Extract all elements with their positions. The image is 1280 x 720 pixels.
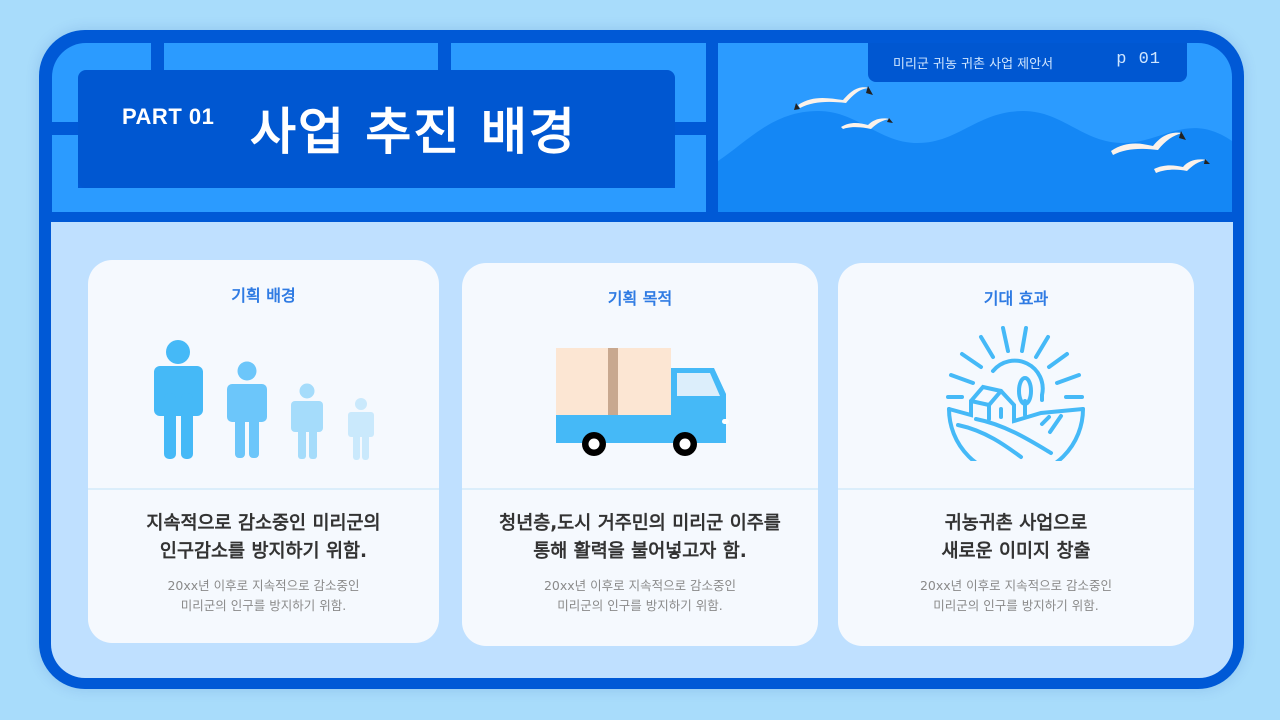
card-sub-text: 20xx년 이후로 지속적으로 감소중인 미리군의 인구를 방지하기 위함. — [88, 576, 439, 616]
card-sub-line: 미리군의 인구를 방지하기 위함. — [557, 598, 723, 613]
card-planning-background: 기획 배경 지속적으로 감소중인 미리군의 인구감소를 — [88, 260, 439, 643]
document-title: 미리군 귀농 귀촌 사업 제안서 — [893, 57, 1054, 72]
card-main-line: 인구감소를 방지하기 위함. — [159, 541, 368, 562]
card-divider — [462, 488, 818, 490]
card-main-text: 지속적으로 감소중인 미리군의 인구감소를 방지하기 위함. — [88, 510, 439, 566]
card-sub-text: 20xx년 이후로 지속적으로 감소중인 미리군의 인구를 방지하기 위함. — [462, 576, 818, 616]
card-main-line: 새로운 이미지 창출 — [941, 541, 1091, 562]
card-sub-line: 20xx년 이후로 지속적으로 감소중인 — [167, 578, 360, 593]
card-heading: 기대 효과 — [983, 289, 1049, 308]
card-sub-line: 20xx년 이후로 지속적으로 감소중인 — [543, 578, 737, 593]
card-heading: 기획 목적 — [607, 289, 673, 308]
card-main-line: 지속적으로 감소중인 미리군의 — [146, 513, 381, 534]
card-sub-line: 미리군의 인구를 방지하기 위함. — [180, 598, 347, 613]
card-main-text: 청년층,도시 거주민의 미리군 이주를 통해 활력을 불어넣고자 함. — [462, 510, 818, 566]
header-panel-block — [675, 135, 706, 212]
card-planning-purpose: 기획 목적 청년층,도시 거주민의 미리군 이주를 통해 활력을 불어넣고자 함… — [462, 263, 818, 646]
page-number: p 01 — [1116, 50, 1161, 69]
page-title: 사업 추진 배경 — [250, 103, 577, 161]
part-label: PART 01 — [122, 104, 215, 129]
card-sub-line: 미리군의 인구를 방지하기 위함. — [933, 598, 1099, 613]
card-main-line: 귀농귀촌 사업으로 — [944, 513, 1088, 534]
card-sub-text: 20xx년 이후로 지속적으로 감소중인 미리군의 인구를 방지하기 위함. — [838, 576, 1194, 616]
moving-truck-icon — [556, 348, 729, 456]
document-label-box: 미리군 귀농 귀촌 사업 제안서 p 01 — [868, 43, 1187, 82]
card-expected-effect: 기대 효과 귀농귀촌 사업으로 — [838, 263, 1194, 646]
people-decreasing-icon — [154, 340, 374, 460]
card-main-text: 귀농귀촌 사업으로 새로운 이미지 창출 — [838, 510, 1194, 566]
header-panel-block — [52, 188, 706, 212]
header-panel-block — [164, 43, 438, 70]
card-divider — [838, 488, 1194, 490]
card-heading: 기획 배경 — [231, 286, 296, 305]
card-divider — [88, 488, 439, 490]
card-main-line: 청년층,도시 거주민의 미리군 이주를 — [499, 513, 781, 534]
section-title-box: PART 01 사업 추진 배경 — [78, 70, 675, 188]
waves-and-seagulls-icon — [718, 86, 1232, 212]
farm-sunrise-icon — [946, 326, 1085, 461]
card-main-line: 통해 활력을 불어넣고자 함. — [533, 541, 747, 562]
card-sub-line: 20xx년 이후로 지속적으로 감소중인 — [919, 578, 1113, 593]
